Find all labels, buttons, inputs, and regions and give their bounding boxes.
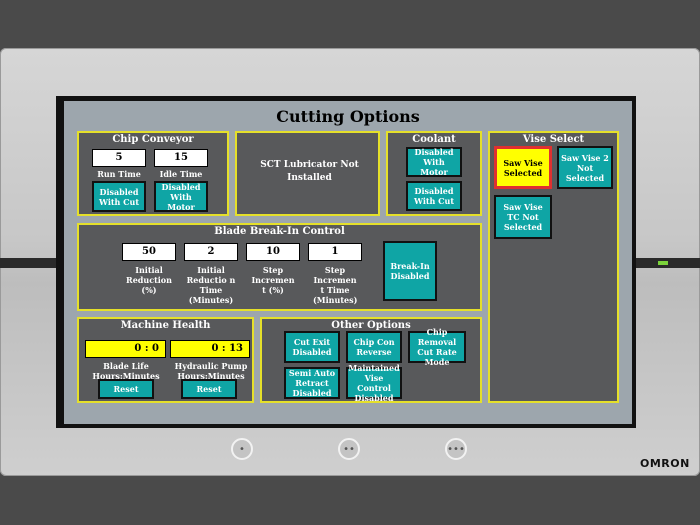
initial-reduction-time-input[interactable]: 2	[184, 243, 238, 261]
chip-conveyor-panel: Chip Conveyor 5 Run Time 15 Idle Time Di…	[77, 131, 229, 216]
hardware-button-3[interactable]: •••	[445, 438, 467, 460]
blade-life-readout: 0 : 0	[85, 340, 166, 358]
chip-conveyor-title: Chip Conveyor	[112, 134, 194, 145]
semi-auto-retract-button[interactable]: Semi Auto Retract Disabled	[284, 367, 340, 399]
machine-health-panel: Machine Health 0 : 0 Blade Life Hours:Mi…	[77, 317, 254, 403]
step-increment-label: Step Incremen t (%)	[251, 265, 295, 295]
step-increment-input[interactable]: 10	[246, 243, 300, 261]
break-in-button[interactable]: Break-In Disabled	[383, 241, 437, 301]
step-increment-time-label: Step Incremen t Time (Minutes)	[313, 265, 358, 305]
coolant-title: Coolant	[412, 134, 456, 145]
vise-select-panel: Vise Select Saw Vise Selected Saw Vise 2…	[488, 131, 619, 403]
blade-life-label: Blade Life Hours:Minutes	[92, 361, 160, 381]
coolant-panel: Coolant Disabled With Motor Disabled Wit…	[386, 131, 482, 216]
cut-exit-button[interactable]: Cut Exit Disabled	[284, 331, 340, 363]
initial-reduction-time-label: Initial Reductio n Time (Minutes)	[186, 265, 236, 305]
status-led	[658, 261, 668, 265]
blade-break-in-title: Blade Break-In Control	[214, 226, 345, 237]
saw-vise-tc-button[interactable]: Saw Vise TC Not Selected	[494, 195, 552, 239]
run-time-label: Run Time	[97, 169, 141, 179]
chip-conveyor-with-motor-button[interactable]: Disabled With Motor	[154, 181, 208, 212]
hydraulic-pump-readout: 0 : 13	[170, 340, 250, 358]
saw-vise-button[interactable]: Saw Vise Selected	[494, 146, 552, 189]
hardware-button-2[interactable]: ••	[338, 438, 360, 460]
maintained-vise-control-button[interactable]: Maintained Vise Control Disabled	[346, 363, 402, 403]
step-increment-time-input[interactable]: 1	[308, 243, 362, 261]
brand-logo: OMRON	[640, 457, 690, 470]
bezel-stripe-right	[636, 258, 700, 268]
hydraulic-pump-reset-button[interactable]: Reset	[181, 379, 237, 399]
sct-lubricator-message: SCT Lubricator Not Installed	[260, 160, 359, 183]
hardware-button-1[interactable]: •	[231, 438, 253, 460]
chip-conveyor-with-cut-button[interactable]: Disabled With Cut	[92, 181, 146, 212]
touch-screen: Cutting Options Chip Conveyor 5 Run Time…	[64, 101, 632, 424]
coolant-with-motor-button[interactable]: Disabled With Motor	[406, 147, 462, 177]
hydraulic-pump-label: Hydraulic Pump Hours:Minutes	[174, 361, 248, 381]
blade-break-in-panel: Blade Break-In Control 50 Initial Reduct…	[77, 223, 482, 311]
initial-reduction-label: Initial Reduction (%)	[126, 265, 172, 295]
chip-removal-cut-rate-button[interactable]: Chip Removal Cut Rate Mode	[408, 327, 466, 367]
idle-time-input[interactable]: 15	[154, 149, 208, 167]
machine-health-title: Machine Health	[120, 320, 211, 331]
blade-life-reset-button[interactable]: Reset	[98, 379, 154, 399]
page-title: Cutting Options	[276, 107, 420, 126]
other-options-title: Other Options	[331, 320, 411, 331]
vise-select-title: Vise Select	[522, 134, 585, 145]
idle-time-label: Idle Time	[159, 169, 203, 179]
saw-vise-2-button[interactable]: Saw Vise 2 Not Selected	[557, 146, 613, 189]
coolant-with-cut-button[interactable]: Disabled With Cut	[406, 181, 462, 211]
run-time-input[interactable]: 5	[92, 149, 146, 167]
bezel-stripe-left	[0, 258, 62, 268]
initial-reduction-input[interactable]: 50	[122, 243, 176, 261]
sct-lubricator-panel: SCT Lubricator Not Installed	[235, 131, 380, 216]
other-options-panel: Other Options Cut Exit Disabled Chip Con…	[260, 317, 482, 403]
chip-con-reverse-button[interactable]: Chip Con Reverse	[346, 331, 402, 363]
